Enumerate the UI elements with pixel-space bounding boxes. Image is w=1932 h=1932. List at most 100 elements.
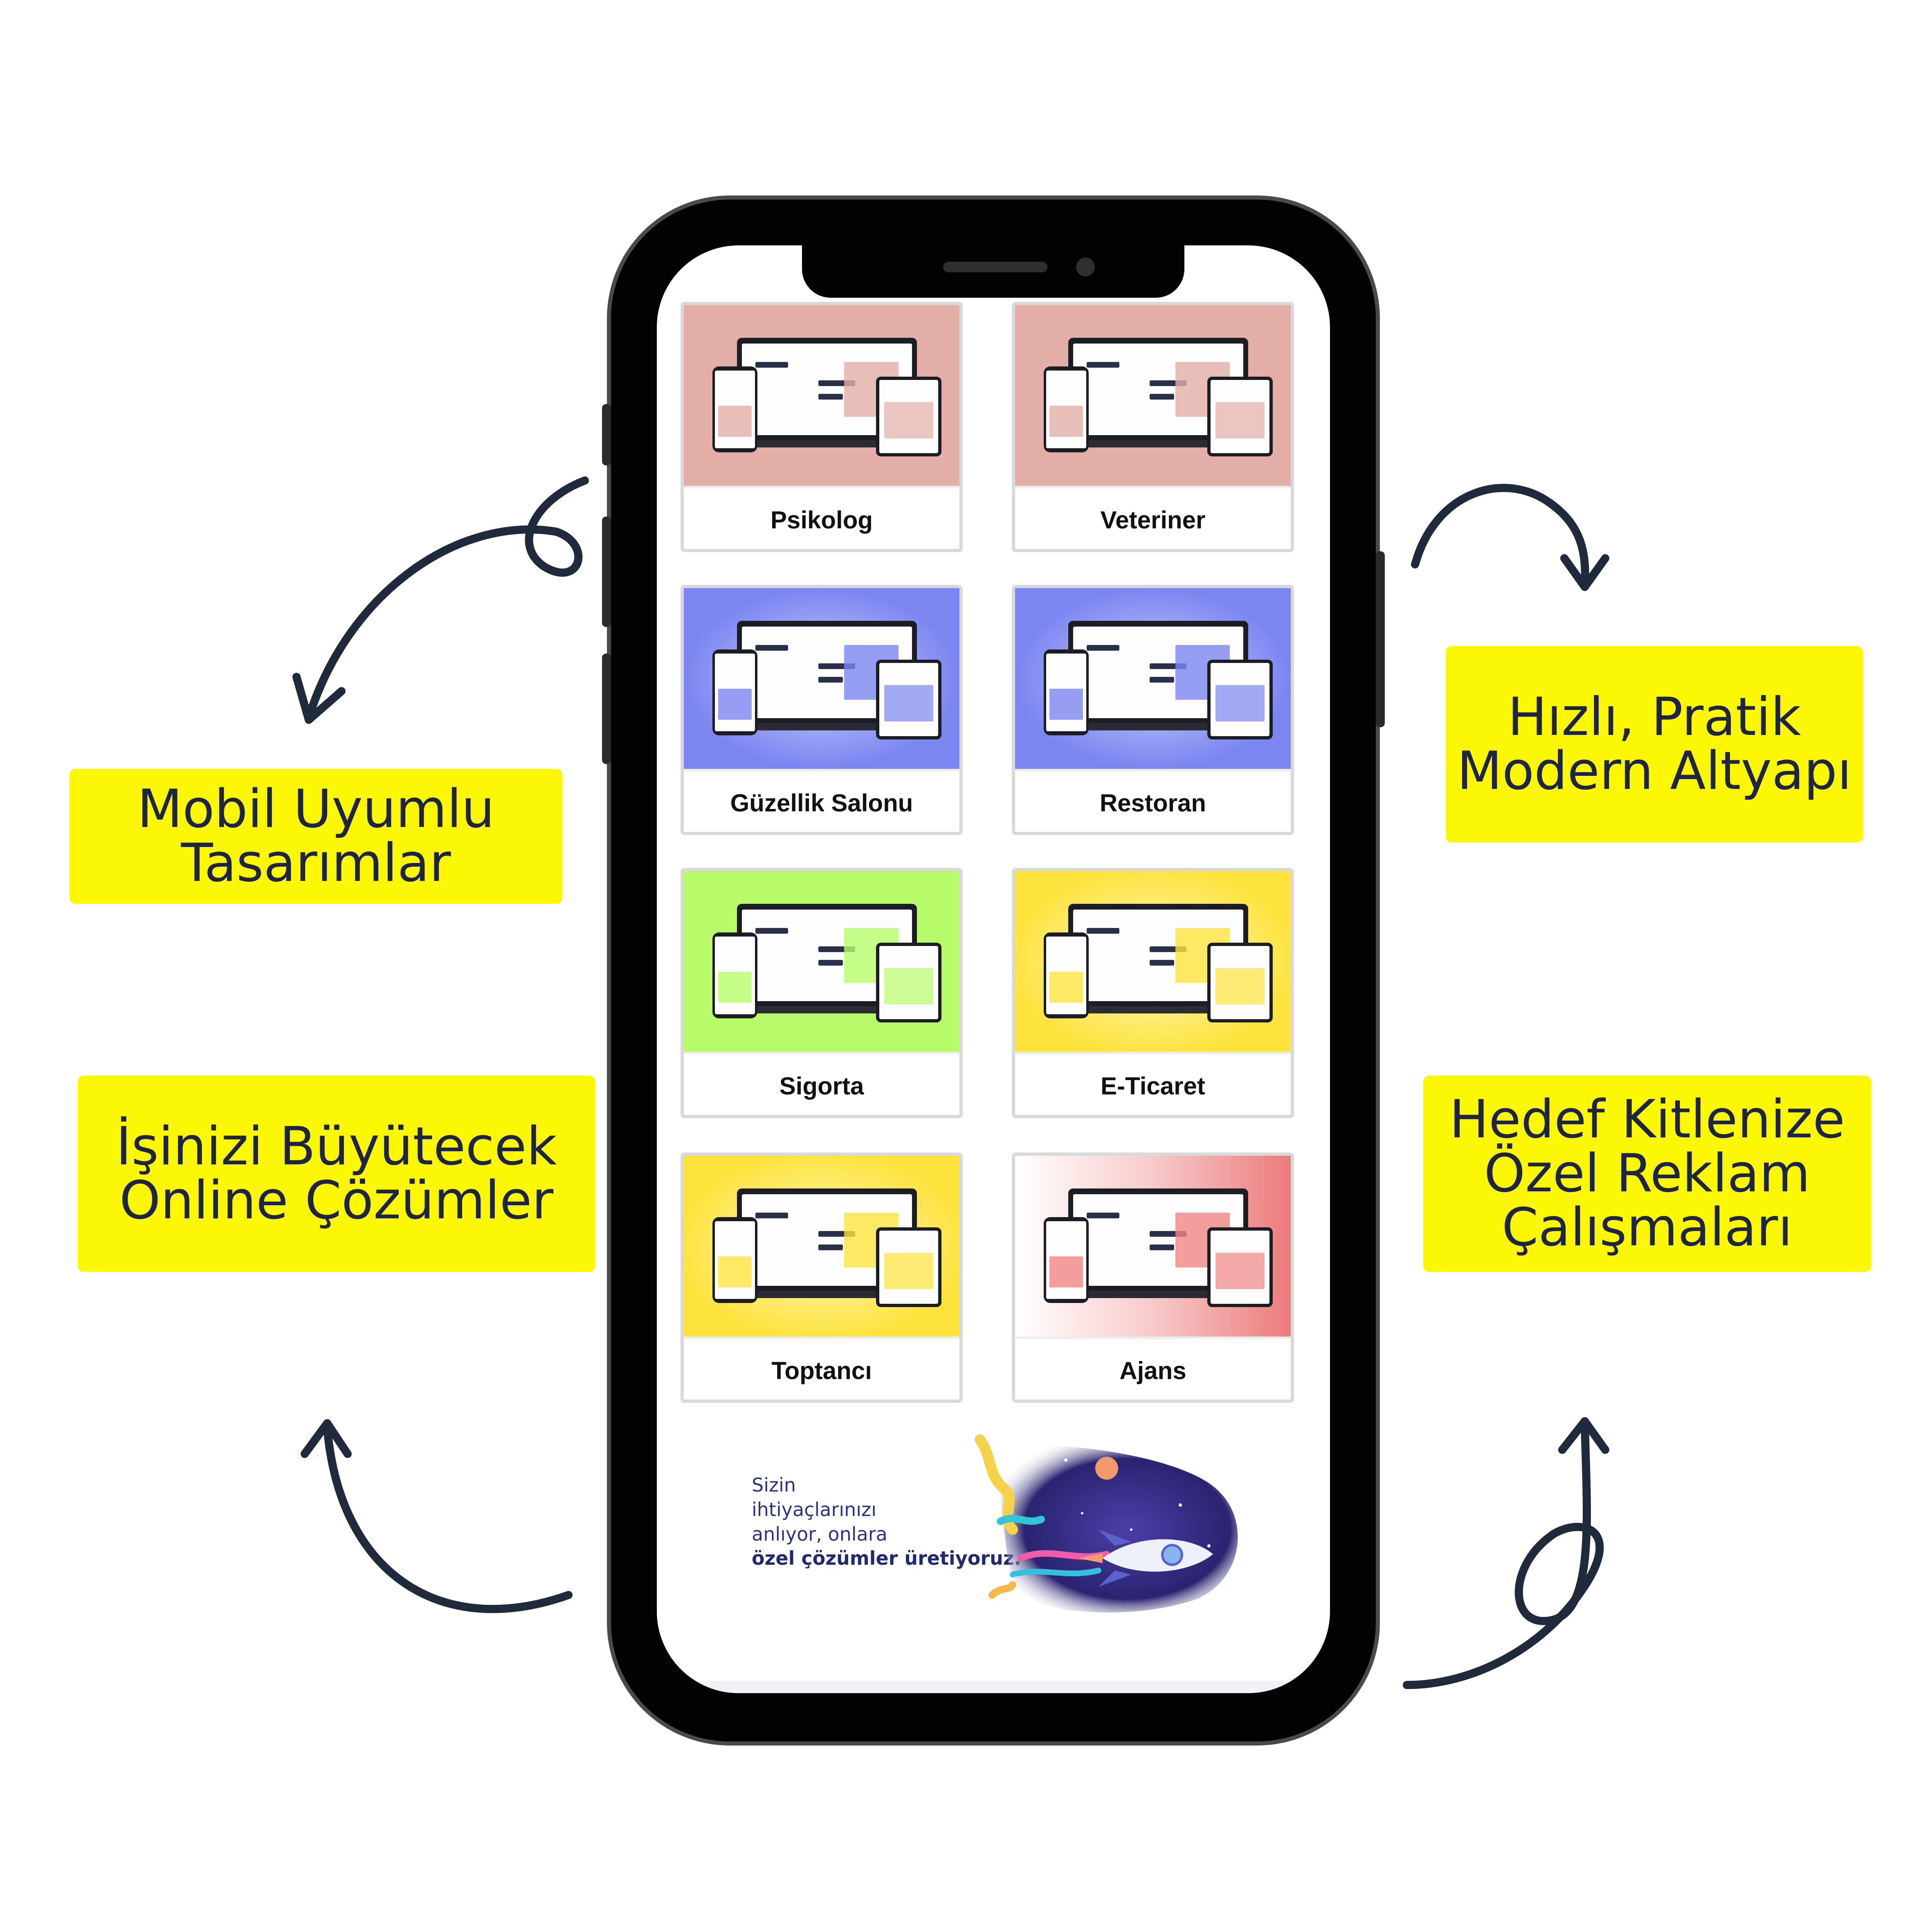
template-card-7[interactable]: Toptancı xyxy=(681,1152,963,1403)
speaker-grille xyxy=(943,262,1047,272)
mock-grid-block xyxy=(884,685,934,722)
arrow-top-left xyxy=(305,476,589,722)
tablet-screen xyxy=(879,380,938,453)
mock-text-line xyxy=(1087,362,1120,368)
template-card-label: Toptancı xyxy=(684,1337,959,1400)
mock-grid-block xyxy=(1215,968,1265,1005)
template-card-1[interactable]: Psikolog xyxy=(681,302,963,552)
phone-mini-screen xyxy=(1046,1221,1086,1299)
mock-grid-block xyxy=(1215,1252,1265,1289)
mock-image-block xyxy=(1049,405,1083,437)
arrow-top-right xyxy=(1411,484,1589,589)
template-preview-image xyxy=(684,1156,959,1337)
phone-mini-screen xyxy=(1046,654,1086,731)
template-preview-image xyxy=(684,305,959,486)
template-preview-image xyxy=(684,588,959,769)
callout-mobile-line1: Mobil Uyumlu xyxy=(137,779,495,840)
tablet-mockup xyxy=(1207,660,1273,739)
template-preview-image xyxy=(684,871,959,1052)
phone-mini-mockup xyxy=(712,932,757,1018)
mock-image-block xyxy=(718,405,752,437)
mock-image-block xyxy=(718,971,752,1003)
tablet-screen xyxy=(879,663,938,736)
mock-image-block xyxy=(718,1256,752,1287)
phone-mini-mockup xyxy=(1044,932,1089,1018)
phone-mini-screen xyxy=(715,1221,755,1299)
callout-mobile-friendly: Mobil Uyumlu Tasarımlar xyxy=(70,769,562,904)
tablet-screen xyxy=(879,1231,938,1304)
mock-text-line xyxy=(818,1245,843,1251)
mock-grid-block xyxy=(1215,402,1265,439)
phone-mini-screen xyxy=(1046,371,1086,448)
phone-notch xyxy=(802,245,1184,298)
arrow-bottom-left xyxy=(323,1423,573,1613)
tablet-mockup xyxy=(1207,1227,1273,1307)
callout-fast-line1: Hızlı, Pratik xyxy=(1507,687,1801,748)
callout-mobile-line2: Tasarımlar xyxy=(181,833,451,894)
mock-text-line xyxy=(1150,1245,1175,1251)
laptop-mockup xyxy=(1068,338,1248,440)
phone-mini-mockup xyxy=(712,366,757,452)
mock-grid-block xyxy=(884,968,934,1005)
arrow-top-right-head xyxy=(1560,554,1609,591)
promo-banner-text: Sizin ihtiyaçlarınızı anlıyor, onlara öz… xyxy=(752,1473,1021,1571)
banner-line2: ihtiyaçlarınızı xyxy=(752,1498,876,1521)
tablet-mockup xyxy=(876,1227,941,1307)
mock-text-line xyxy=(755,362,789,368)
template-card-label: Güzellik Salonu xyxy=(684,769,959,832)
template-card-8[interactable]: Ajans xyxy=(1012,1152,1294,1403)
mock-text-line xyxy=(1150,677,1175,683)
front-camera-icon xyxy=(1076,258,1095,276)
callout-ads-line3: Çalışmaları xyxy=(1502,1197,1793,1258)
tablet-screen xyxy=(1211,663,1269,736)
volume-down-button xyxy=(602,654,611,764)
template-card-2[interactable]: Veteriner xyxy=(1012,302,1294,552)
tablet-mockup xyxy=(1207,377,1273,456)
callout-online-line1: İşinizi Büyütecek xyxy=(116,1116,557,1177)
callout-ads-line1: Hedef Kitlenize xyxy=(1449,1089,1845,1150)
mock-image-block xyxy=(718,688,752,720)
template-preview-image xyxy=(1015,305,1291,486)
template-card-label: E-Ticaret xyxy=(1015,1052,1291,1115)
template-card-3[interactable]: Güzellik Salonu xyxy=(681,585,963,835)
template-card-label: Sigorta xyxy=(684,1052,959,1115)
template-card-label: Ajans xyxy=(1015,1337,1291,1400)
phone-mini-mockup xyxy=(1044,366,1089,452)
tablet-mockup xyxy=(1207,943,1273,1022)
callout-online-line2: Online Çözümler xyxy=(119,1170,554,1231)
mock-text-line xyxy=(818,677,843,683)
mock-text-line xyxy=(1150,960,1175,966)
mock-text-line xyxy=(818,394,843,400)
power-button xyxy=(1376,551,1385,727)
arrow-bottom-right xyxy=(1403,1419,1604,1689)
volume-up-button xyxy=(602,517,611,627)
mock-text-line xyxy=(1087,1212,1120,1218)
tablet-mockup xyxy=(876,377,941,456)
tablet-mockup xyxy=(876,660,941,739)
mock-grid-block xyxy=(1215,685,1265,722)
tablet-screen xyxy=(879,946,938,1019)
phone-mini-screen xyxy=(715,371,755,448)
phone-mini-mockup xyxy=(1044,1217,1089,1303)
template-card-5[interactable]: Sigorta xyxy=(681,868,963,1118)
callout-fast-line2: Modern Altyapı xyxy=(1457,741,1852,802)
mock-image-block xyxy=(1049,971,1083,1003)
callout-fast-modern: Hızlı, Pratik Modern Altyapı xyxy=(1446,646,1863,842)
banner-line4: özel çözümler üretiyoruz. xyxy=(752,1547,1022,1570)
callout-online-solutions: İşinizi Büyütecek Online Çözümler xyxy=(78,1076,595,1272)
template-preview-image xyxy=(1015,1156,1291,1337)
mock-image-block xyxy=(1049,688,1083,720)
arrow-top-left-head xyxy=(292,673,346,724)
tablet-mockup xyxy=(876,943,941,1022)
screen-bottom-strip xyxy=(657,1681,1330,1693)
mock-text-line xyxy=(755,1212,789,1218)
tablet-screen xyxy=(1211,380,1269,453)
template-card-4[interactable]: Restoran xyxy=(1012,585,1294,835)
template-card-6[interactable]: E-Ticaret xyxy=(1012,868,1294,1118)
mock-grid-block xyxy=(884,402,934,439)
banner-line1: Sizin xyxy=(752,1474,796,1496)
mock-text-line xyxy=(755,645,789,651)
callout-targeted-ads: Hedef Kitlenize Özel Reklam Çalışmaları xyxy=(1423,1076,1871,1272)
mock-text-line xyxy=(1087,645,1120,651)
